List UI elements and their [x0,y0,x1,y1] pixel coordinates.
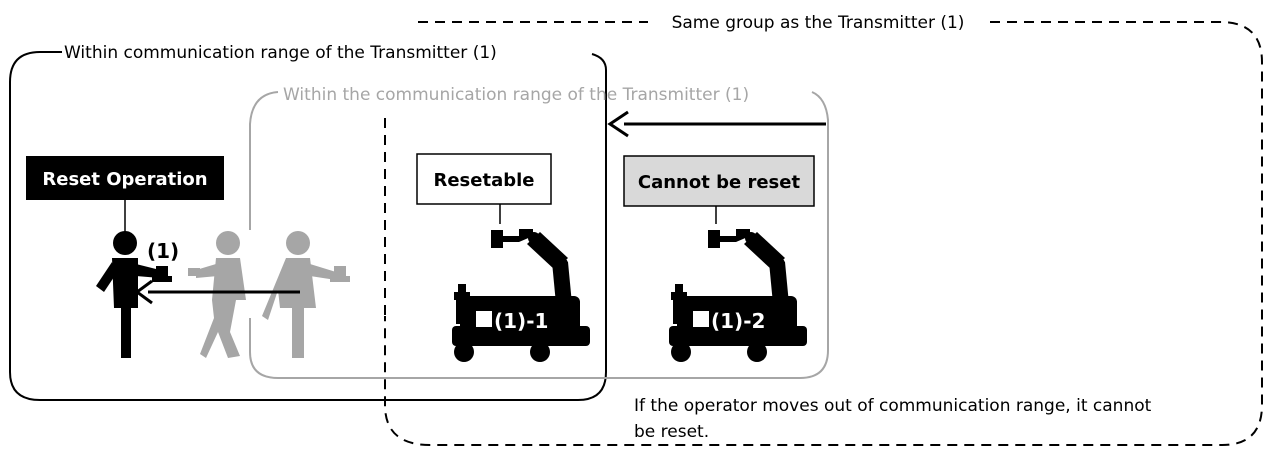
operator-move-arrow [134,279,300,305]
receiver-robot-2-icon [669,229,807,362]
reset-operation-box [26,156,224,200]
cannot-reset-label: Cannot be reset [638,172,801,193]
cannot-reset-box [623,155,815,207]
same-group-label: Same group as the Transmitter (1) [672,13,965,33]
range-shift-arrow [607,110,826,138]
current-range-label: Within communication range of the Transm… [64,43,497,63]
receiver-robot-2-panel [691,309,711,329]
receiver-tag-2: (1)-2 [711,309,765,333]
receiver-tag-1: (1)-1 [494,309,548,333]
transmitter-tag: (1) [147,239,179,263]
note-line-2: be reset. [634,422,709,442]
moved-range-boundary [249,91,829,379]
receiver-robot-1-icon [452,229,590,362]
moved-range-label: Within the communication range of the Tr… [283,85,749,105]
operator-icon [96,231,172,358]
note-line-1: If the operator moves out of communicati… [634,396,1152,416]
current-range-boundary [9,51,607,401]
receiver-robot-1-panel [474,309,494,329]
operator-moving-icon-2 [262,231,350,358]
resetable-box [416,153,552,205]
same-group-boundary [384,21,1263,446]
reset-operation-label: Reset Operation [42,169,207,190]
operator-moving-icon-1 [188,231,246,358]
resetable-label: Resetable [433,170,534,191]
